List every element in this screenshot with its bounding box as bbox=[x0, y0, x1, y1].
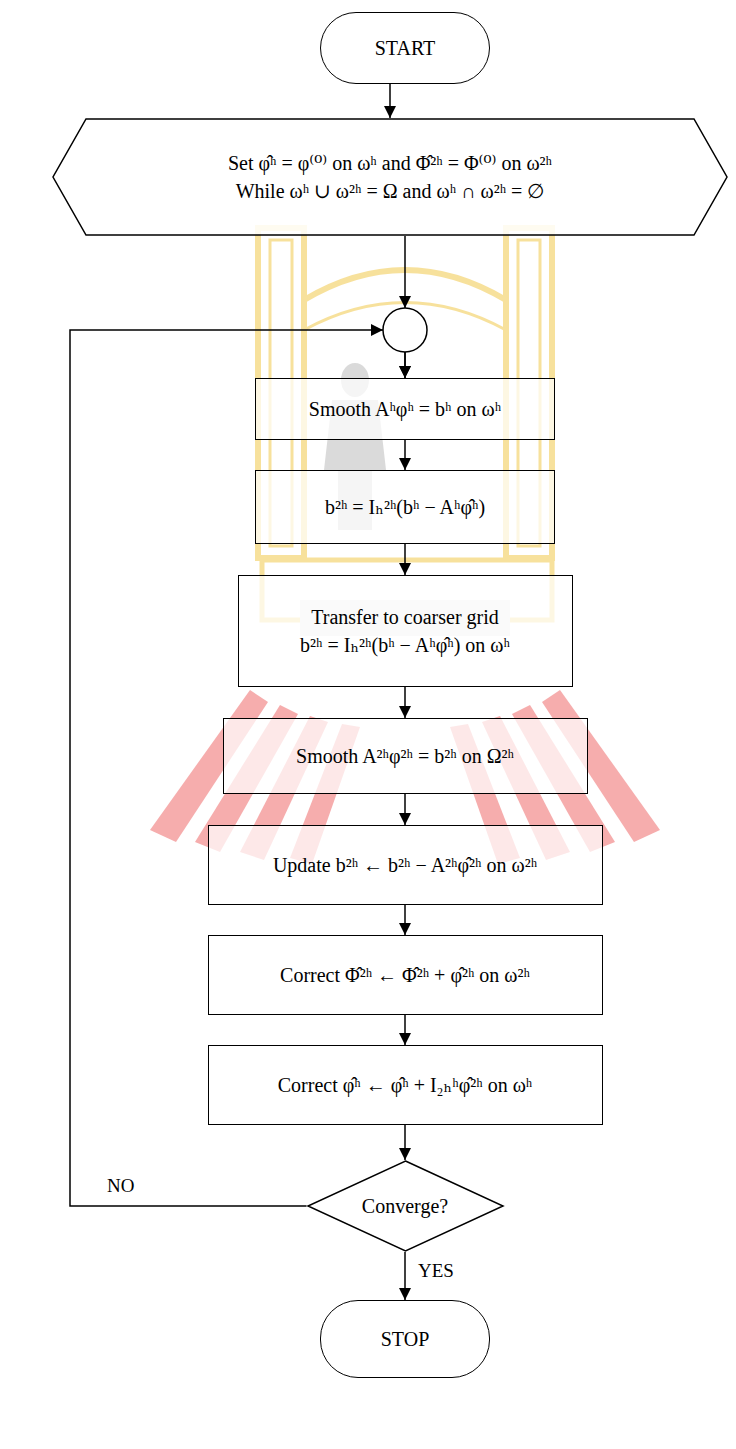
process-box: Correct Φ̂²ʰ ← Φ̂²ʰ + φ̂²ʰ on ω²ʰ bbox=[208, 935, 603, 1015]
node-text: Smooth Aʰφʰ = bʰ on ωʰ bbox=[309, 395, 501, 423]
flow-arrow bbox=[404, 1252, 406, 1300]
node-text: Correct Φ̂²ʰ ← Φ̂²ʰ + φ̂²ʰ on ω²ʰ bbox=[280, 961, 530, 989]
edge-label: NO bbox=[104, 1175, 137, 1198]
junction-circle bbox=[383, 308, 427, 352]
process-box: Smooth A²ʰφ²ʰ = b²ʰ on Ω²ʰ bbox=[223, 718, 588, 794]
process-box: Update b²ʰ ← b²ʰ − A²ʰφ̂²ʰ on ω²ʰ bbox=[208, 825, 603, 905]
node-text: Set φ̂ʰ = φ⁽⁰⁾ on ωʰ and Φ̂²ʰ = Φ⁽⁰⁾ on … bbox=[228, 149, 552, 177]
arrow-head bbox=[399, 296, 411, 308]
terminal-box: START bbox=[320, 12, 490, 84]
outline bbox=[53, 119, 727, 235]
flow-arrow bbox=[389, 84, 391, 118]
arrow-head bbox=[371, 324, 383, 336]
flow-arrow bbox=[404, 794, 406, 825]
flow-arrow bbox=[404, 440, 406, 470]
terminal-box: STOP bbox=[320, 1300, 490, 1378]
node-text: Correct φ̂ʰ ← φ̂ʰ + I₂ₕʰφ̂²ʰ on ωʰ bbox=[278, 1071, 532, 1099]
flow-arrow bbox=[404, 544, 406, 575]
flow-arrow bbox=[404, 687, 406, 718]
hexagon-outline bbox=[52, 118, 728, 236]
process-box: b²ʰ = Iₕ²ʰ(bʰ − Aʰφ̂ʰ) bbox=[255, 470, 555, 544]
outline bbox=[308, 1161, 503, 1251]
process-box: Smooth Aʰφʰ = bʰ on ωʰ bbox=[255, 378, 555, 440]
decision-diamond: Converge? bbox=[307, 1160, 504, 1252]
node-text: b²ʰ = Iₕ²ʰ(bʰ − Aʰφ̂ʰ) bbox=[325, 493, 485, 521]
flow-arrow bbox=[404, 1125, 406, 1160]
node-text: Transfer to coarser grid bbox=[311, 603, 499, 631]
node-text: Smooth A²ʰφ²ʰ = b²ʰ on Ω²ʰ bbox=[296, 742, 514, 770]
node-text: b²ʰ = Iₕ²ʰ(bʰ − Aʰφ̂ʰ) on ωʰ bbox=[300, 631, 510, 659]
preparation-hexagon: Set φ̂ʰ = φ⁽⁰⁾ on ωʰ and Φ̂²ʰ = Φ⁽⁰⁾ on … bbox=[52, 118, 728, 236]
node-text: While ωʰ ∪ ω²ʰ = Ω and ωʰ ∩ ω²ʰ = ∅ bbox=[236, 177, 545, 205]
node-text: Update b²ʰ ← b²ʰ − A²ʰφ̂²ʰ on ω²ʰ bbox=[273, 851, 537, 879]
process-box: Correct φ̂ʰ ← φ̂ʰ + I₂ₕʰφ̂²ʰ on ωʰ bbox=[208, 1045, 603, 1125]
flow-arrow bbox=[404, 905, 406, 935]
node-text: START bbox=[375, 34, 436, 62]
node-text: Converge? bbox=[362, 1192, 448, 1220]
flow-arrow bbox=[404, 1015, 406, 1045]
process-box: Transfer to coarser gridb²ʰ = Iₕ²ʰ(bʰ − … bbox=[238, 575, 573, 687]
edge-label: YES bbox=[415, 1260, 457, 1283]
node-text: STOP bbox=[381, 1325, 430, 1353]
